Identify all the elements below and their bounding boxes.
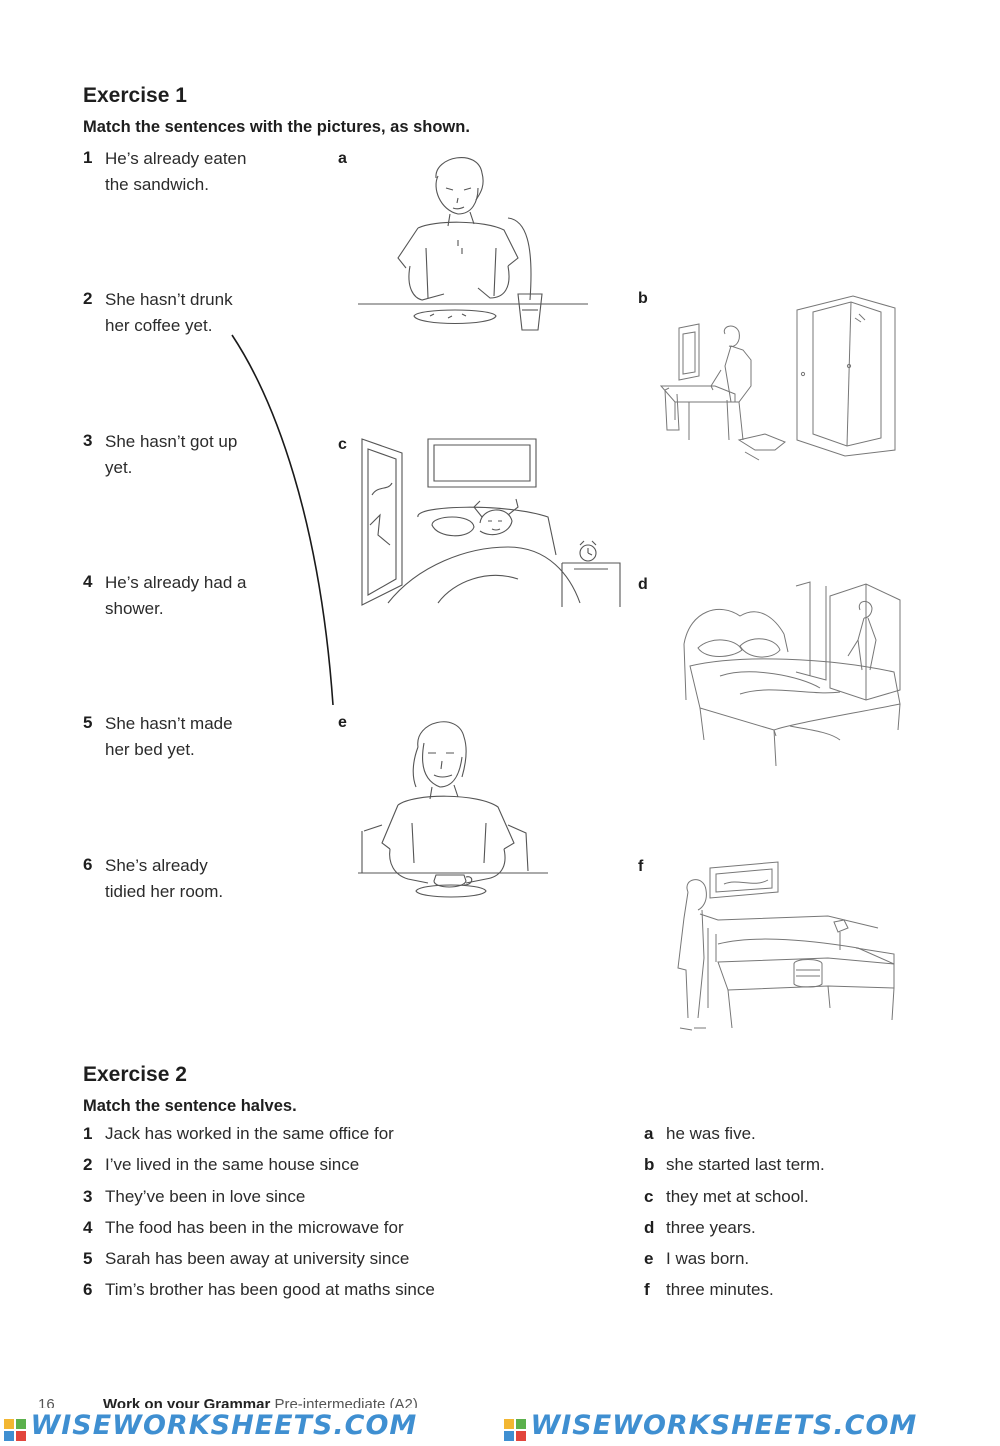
picture-letter-f: f: [638, 858, 644, 875]
picture-letter-e: e: [338, 714, 347, 731]
sentence-line: her bed yet.: [105, 740, 195, 759]
picture-letter-d: d: [638, 576, 648, 593]
item-text: three minutes.: [666, 1280, 774, 1299]
sentence-line: She hasn’t made: [105, 714, 233, 733]
item-number: 5: [83, 1249, 93, 1268]
sentence-line: her coffee yet.: [105, 316, 213, 335]
sentence-line: yet.: [105, 458, 133, 477]
item-letter: a: [644, 1124, 654, 1143]
picture-letter-c: c: [338, 436, 347, 453]
picture-letter-b: b: [638, 290, 648, 307]
item-text: Sarah has been away at university since: [105, 1249, 410, 1268]
exercise1-title: Exercise 1: [83, 84, 187, 107]
item-number: 6: [83, 1280, 93, 1299]
picture-d-unmade-bed: [680, 580, 905, 770]
item-text: she started last term.: [666, 1155, 825, 1174]
item-text: They’ve been in love since: [105, 1187, 306, 1206]
picture-f-tidy-room: [658, 858, 903, 1038]
exercise2-right-b: b she started last term.: [644, 1155, 825, 1175]
sentence-number: 5: [83, 713, 93, 732]
exercise2-right-f: f three minutes.: [644, 1280, 774, 1300]
sentence-line: He’s already had a: [105, 573, 247, 592]
item-letter: e: [644, 1249, 654, 1268]
exercise2-left-6: 6 Tim’s brother has been good at maths si…: [83, 1280, 435, 1300]
watermark-text: WISEWORKSHEETS.COM: [30, 1410, 418, 1441]
item-letter: f: [644, 1280, 650, 1299]
item-number: 2: [83, 1155, 93, 1174]
item-text: three years.: [666, 1218, 756, 1237]
watermark-logo-icon: [504, 1418, 526, 1441]
sentence-number: 2: [83, 289, 93, 308]
item-text: Jack has worked in the same office for: [105, 1124, 394, 1143]
exercise2-left-1: 1 Jack has worked in the same office for: [83, 1124, 394, 1144]
item-letter: c: [644, 1187, 654, 1206]
sentence-line: She’s already: [105, 856, 208, 875]
watermark-logo-icon: [4, 1418, 26, 1441]
exercise2-right-d: d three years.: [644, 1218, 756, 1238]
exercise2-title: Exercise 2: [83, 1063, 187, 1086]
exercise2-right-c: c they met at school.: [644, 1187, 809, 1207]
sentence-number: 1: [83, 148, 93, 167]
picture-b-man-after-shower: [655, 290, 915, 470]
sentence-line: the sandwich.: [105, 175, 209, 194]
watermark-text: WISEWORKSHEETS.COM: [530, 1410, 918, 1441]
exercise1-instruction: Match the sentences with the pictures, a…: [83, 118, 470, 136]
item-letter: d: [644, 1218, 655, 1237]
exercise2-right-e: e I was born.: [644, 1249, 749, 1269]
exercise2-left-3: 3 They’ve been in love since: [83, 1187, 305, 1207]
item-text: Tim’s brother has been good at maths sin…: [105, 1280, 435, 1299]
exercise2-left-4: 4 The food has been in the microwave for: [83, 1218, 404, 1238]
item-number: 1: [83, 1124, 93, 1143]
item-number: 4: [83, 1218, 93, 1237]
sentence-line: She hasn’t drunk: [105, 290, 233, 309]
picture-a-man-eating: [358, 148, 590, 338]
sentence-number: 4: [83, 572, 93, 591]
picture-e-woman-with-coffee: [358, 713, 553, 913]
sentence-line: He’s already eaten: [105, 149, 247, 168]
watermark-2: WISEWORKSHEETS.COM: [504, 1410, 917, 1441]
exercise2-instruction: Match the sentence halves.: [83, 1097, 297, 1115]
sentence-line: tidied her room.: [105, 882, 224, 901]
item-text: they met at school.: [666, 1187, 809, 1206]
item-text: I’ve lived in the same house since: [105, 1155, 360, 1174]
exercise2-left-2: 2 I’ve lived in the same house since: [83, 1155, 359, 1175]
watermark-1: WISEWORKSHEETS.COM: [4, 1410, 417, 1441]
sentence-number: 6: [83, 855, 93, 874]
item-number: 3: [83, 1187, 93, 1206]
exercise2-right-a: a he was five.: [644, 1124, 756, 1144]
sentence-number: 3: [83, 431, 93, 450]
item-letter: b: [644, 1155, 655, 1174]
picture-c-woman-in-bed: [358, 435, 633, 607]
item-text: I was born.: [666, 1249, 750, 1268]
picture-letter-a: a: [338, 150, 347, 167]
item-text: The food has been in the microwave for: [105, 1218, 404, 1237]
sentence-line: shower.: [105, 599, 164, 618]
sentence-line: She hasn’t got up: [105, 432, 238, 451]
item-text: he was five.: [666, 1124, 756, 1143]
exercise2-left-5: 5 Sarah has been away at university since: [83, 1249, 409, 1269]
watermark-bar: WISEWORKSHEETS.COM WISEWORKSHEETS.COM: [0, 1408, 1000, 1442]
